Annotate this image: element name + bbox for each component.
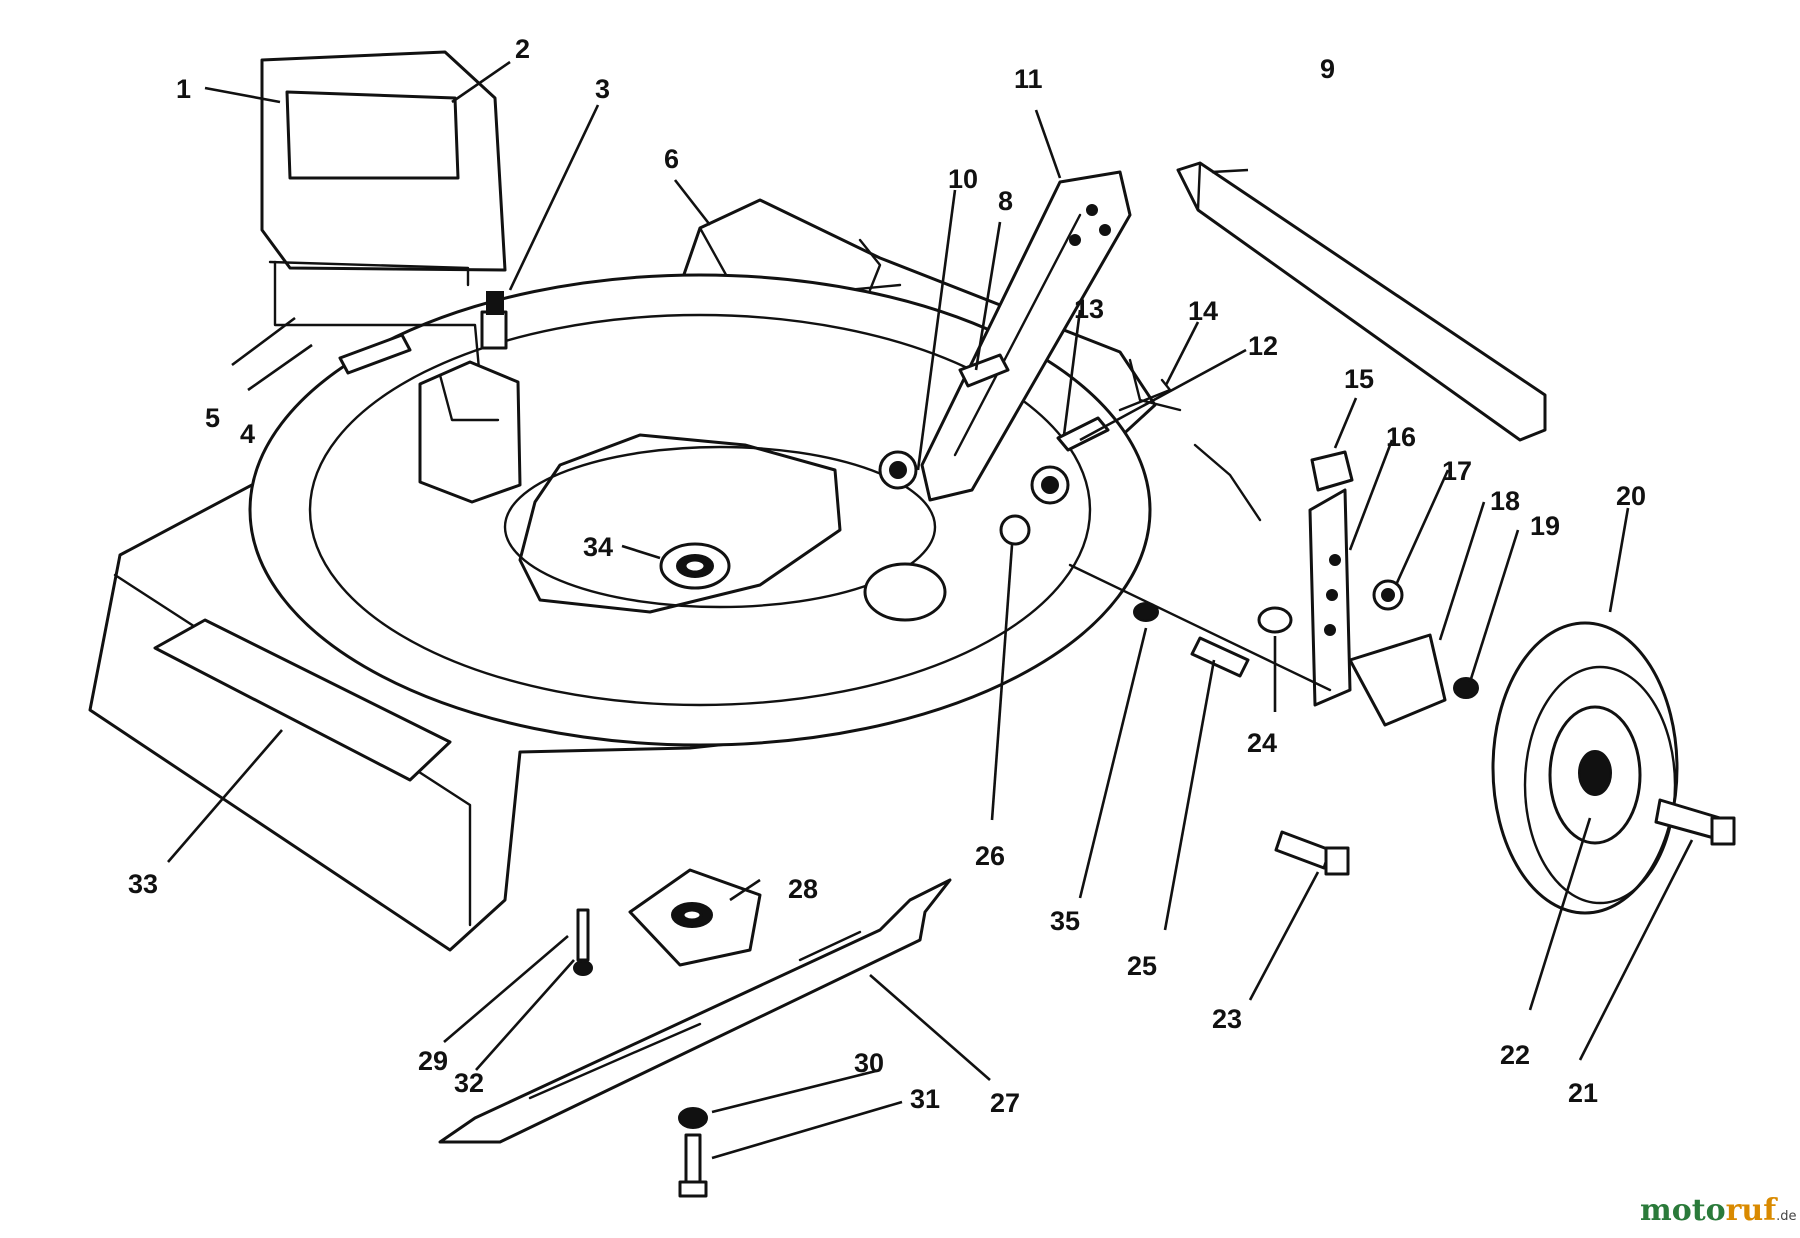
callout-33: 33 (128, 869, 158, 899)
deck-decal (153, 618, 452, 782)
right-nut (1030, 465, 1070, 505)
washer-24 (1257, 606, 1293, 634)
clip-8 (958, 353, 1010, 388)
hinge-rod (273, 260, 482, 382)
callout-20: 20 (1616, 481, 1646, 511)
callout-32: 32 (454, 1068, 484, 1098)
axle-line (1068, 563, 1332, 692)
callout-13: 13 (1074, 294, 1104, 324)
callout-23: 23 (1212, 1004, 1242, 1034)
callout-28: 28 (788, 874, 818, 904)
rear-guard (1176, 161, 1547, 442)
pivot-nut (878, 450, 918, 490)
wheel-bracket (1348, 633, 1447, 727)
callout-8: 8 (998, 186, 1013, 216)
callout-35: 35 (1050, 906, 1080, 936)
blade-washer (678, 1107, 708, 1129)
adjuster-nut (1372, 579, 1404, 611)
callout-11: 11 (1014, 64, 1043, 94)
callout-27: 27 (990, 1088, 1020, 1118)
blade-adapter (628, 868, 762, 967)
callout-12: 12 (1248, 331, 1278, 361)
callout-30: 30 (854, 1048, 884, 1078)
washer-35 (1133, 602, 1159, 622)
axle-bolt-21 (1654, 798, 1736, 846)
callout-2: 2 (515, 34, 530, 64)
callout-6: 6 (664, 144, 679, 174)
blade-housing (503, 433, 947, 622)
callout-numbers: 1 2 3 4 5 6 8 9 10 11 12 13 14 15 16 17 … (128, 34, 1646, 1118)
callout-26: 26 (975, 841, 1005, 871)
callout-17: 17 (1442, 456, 1472, 486)
rear-wheel (1491, 621, 1679, 915)
handle-bracket (920, 170, 1132, 502)
washer-19 (1453, 677, 1479, 699)
callout-18: 18 (1490, 486, 1520, 516)
rear-flap (260, 50, 507, 287)
callout-5: 5 (205, 403, 220, 433)
callout-14: 14 (1188, 296, 1218, 326)
callout-24: 24 (1247, 728, 1277, 758)
bolt-25 (1190, 636, 1250, 678)
front-bolt (573, 908, 593, 976)
callout-16: 16 (1386, 422, 1416, 452)
flap-bracket (418, 360, 522, 504)
callout-34: 34 (583, 532, 613, 562)
callout-21: 21 (1568, 1078, 1598, 1108)
blade-bolt (678, 1133, 708, 1198)
callout-4: 4 (240, 419, 255, 449)
mower-blade (438, 878, 952, 1144)
callout-9: 9 (1320, 54, 1335, 84)
callout-22: 22 (1500, 1040, 1530, 1070)
watermark-part-a: moto (1640, 1193, 1726, 1228)
watermark-part-c: .de (1776, 1209, 1796, 1224)
watermark-part-b: ruf (1726, 1193, 1779, 1228)
bolt-23 (1274, 830, 1350, 876)
leader-lines (167, 60, 1694, 1160)
callout-31: 31 (910, 1084, 940, 1114)
adjuster-knob (1310, 450, 1354, 492)
callout-10: 10 (948, 164, 978, 194)
spindle-bearing (659, 542, 731, 590)
small-decal (338, 333, 412, 375)
callout-25: 25 (1127, 951, 1157, 981)
callout-3: 3 (595, 74, 610, 104)
callout-15: 15 (1344, 364, 1374, 394)
callout-29: 29 (418, 1046, 448, 1076)
flap-bolt (480, 291, 508, 350)
watermark-text: motoruf.de (1640, 1193, 1797, 1228)
watermark: motoruf.de (1640, 1193, 1797, 1228)
pivot-washer (999, 514, 1031, 546)
callout-1: 1 (176, 74, 191, 104)
height-plate (1308, 488, 1352, 707)
pin-13 (1056, 416, 1110, 452)
callout-19: 19 (1530, 511, 1560, 541)
